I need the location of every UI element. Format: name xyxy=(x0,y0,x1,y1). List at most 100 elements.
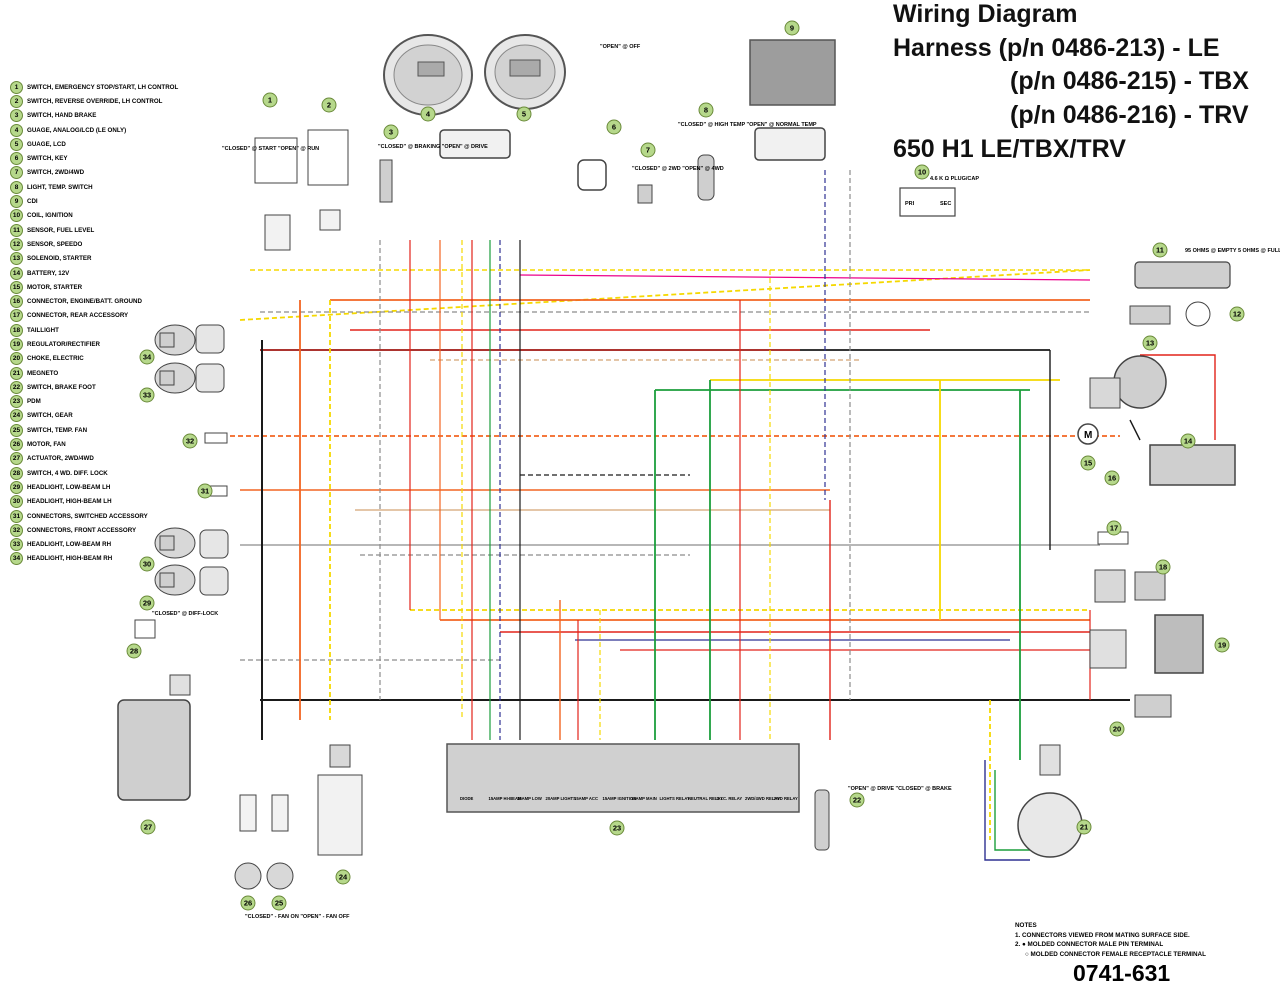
callout-number: 17 xyxy=(1110,524,1118,533)
pdm-slot-label: DIODE xyxy=(460,796,473,801)
annotation-hand-brake: "CLOSED" @ BRAKING "OPEN" @ DRIVE xyxy=(378,144,488,150)
callout-number: 8 xyxy=(704,106,708,115)
callout-number: 9 xyxy=(790,24,794,33)
legend-label: HEADLIGHT, LOW-BEAM LH xyxy=(27,483,111,491)
legend-label: BATTERY, 12V xyxy=(27,269,70,277)
svg-text:M: M xyxy=(1084,430,1092,441)
legend-label: SWITCH, BRAKE FOOT xyxy=(27,383,96,391)
legend-number-badge: 18 xyxy=(10,323,23,337)
legend-number-badge: 7 xyxy=(10,166,23,180)
legend-number-badge: 33 xyxy=(10,538,23,552)
callout-number: 22 xyxy=(853,796,861,805)
callout-marker: 31 xyxy=(197,483,213,499)
legend-label: SWITCH, HAND BRAKE xyxy=(27,112,97,120)
legend-label: ACTUATOR, 2WD/4WD xyxy=(27,455,94,463)
callout-number: 13 xyxy=(1146,339,1154,348)
wire xyxy=(1129,419,1141,441)
pdm-slot-label: 15AMP IGNITION xyxy=(603,796,637,801)
headlight-high-beam-rh xyxy=(154,324,225,356)
brake-foot-switch xyxy=(814,789,830,851)
callout-number: 7 xyxy=(646,146,650,155)
callout-marker: 30 xyxy=(139,556,155,572)
gauge-connector xyxy=(439,129,511,159)
2wd-4wd-switch xyxy=(637,184,653,204)
legend-item: 18 TAILLIGHT xyxy=(10,323,210,337)
wire xyxy=(1140,354,1216,440)
starter-solenoid xyxy=(1113,355,1167,409)
pdm-slot-label: D.I.C. RELAY xyxy=(717,796,743,801)
document-number: 0741-631 xyxy=(1073,960,1171,986)
annotation-stop-start: "CLOSED" @ START "OPEN" @ RUN xyxy=(222,146,319,152)
callout-marker: 17 xyxy=(1106,520,1122,536)
callout-marker: 34 xyxy=(139,349,155,365)
annotation-diff-lock: "CLOSED" @ DIFF-LOCK xyxy=(152,611,218,617)
callout-marker: 23 xyxy=(609,820,625,836)
annotation-temp-switch: "CLOSED" @ HIGH TEMP "OPEN" @ NORMAL TEM… xyxy=(678,122,817,128)
legend-number-badge: 11 xyxy=(10,223,23,237)
callout-number: 1 xyxy=(268,96,272,105)
callout-number: 21 xyxy=(1080,823,1088,832)
pdm-slot-label: 15AMP HI-BEAM xyxy=(489,796,522,801)
components: M xyxy=(117,34,1236,890)
wire-harness xyxy=(230,170,1216,861)
model-line: 650 H1 LE/TBX/TRV xyxy=(893,135,1126,163)
callout-marker: 29 xyxy=(139,595,155,611)
callout-number: 30 xyxy=(143,560,151,569)
callout-marker: 9 xyxy=(784,20,800,36)
legend-label: MEGNETO xyxy=(27,369,59,377)
callout-marker: 15 xyxy=(1080,455,1096,471)
callout-number: 32 xyxy=(186,437,194,446)
gear-switch xyxy=(317,774,363,856)
callout-number: 24 xyxy=(339,873,348,882)
legend-label: REGULATOR/RECTIFIER xyxy=(27,340,100,348)
wire xyxy=(519,274,1091,281)
legend-number-badge: 17 xyxy=(10,309,23,323)
callout-number: 25 xyxy=(275,899,283,908)
callout-marker: 10 xyxy=(914,164,930,180)
callout-number: 2 xyxy=(327,101,331,110)
legend-label: GUAGE, LCD xyxy=(27,140,66,148)
callout-marker: 13 xyxy=(1142,335,1158,351)
legend-number-badge: 9 xyxy=(10,195,23,209)
callout-number: 15 xyxy=(1084,459,1092,468)
notes-line-3: ○ MOLDED CONNECTOR FEMALE RECEPTACLE TER… xyxy=(1025,950,1206,958)
legend-number-badge: 15 xyxy=(10,280,23,294)
callout-marker: 1 xyxy=(262,92,278,108)
legend-number-badge: 23 xyxy=(10,395,23,409)
headlight-high-beam-lh xyxy=(154,527,229,559)
callout-number: 18 xyxy=(1159,563,1167,572)
legend-number-badge: 3 xyxy=(10,109,23,123)
callout-marker: 21 xyxy=(1076,819,1092,835)
fan-motor xyxy=(234,862,262,890)
legend-label: TAILLIGHT xyxy=(27,326,59,334)
cdi-connector xyxy=(754,127,826,161)
pdm-slot-label: 15AMP ACC xyxy=(574,796,598,801)
callout-number: 26 xyxy=(244,899,252,908)
legend-number-badge: 32 xyxy=(10,523,23,537)
taillight xyxy=(1094,569,1126,603)
legend-number-badge: 12 xyxy=(10,237,23,251)
annotation-fan-switch: "CLOSED" - FAN ON "OPEN" - FAN OFF xyxy=(245,914,350,920)
legend-number-badge: 24 xyxy=(10,409,23,423)
callout-marker: 26 xyxy=(240,895,256,911)
legend-number-badge: 31 xyxy=(10,509,23,523)
legend-label: MOTOR, FAN xyxy=(27,441,66,449)
callout-marker: 20 xyxy=(1109,721,1125,737)
